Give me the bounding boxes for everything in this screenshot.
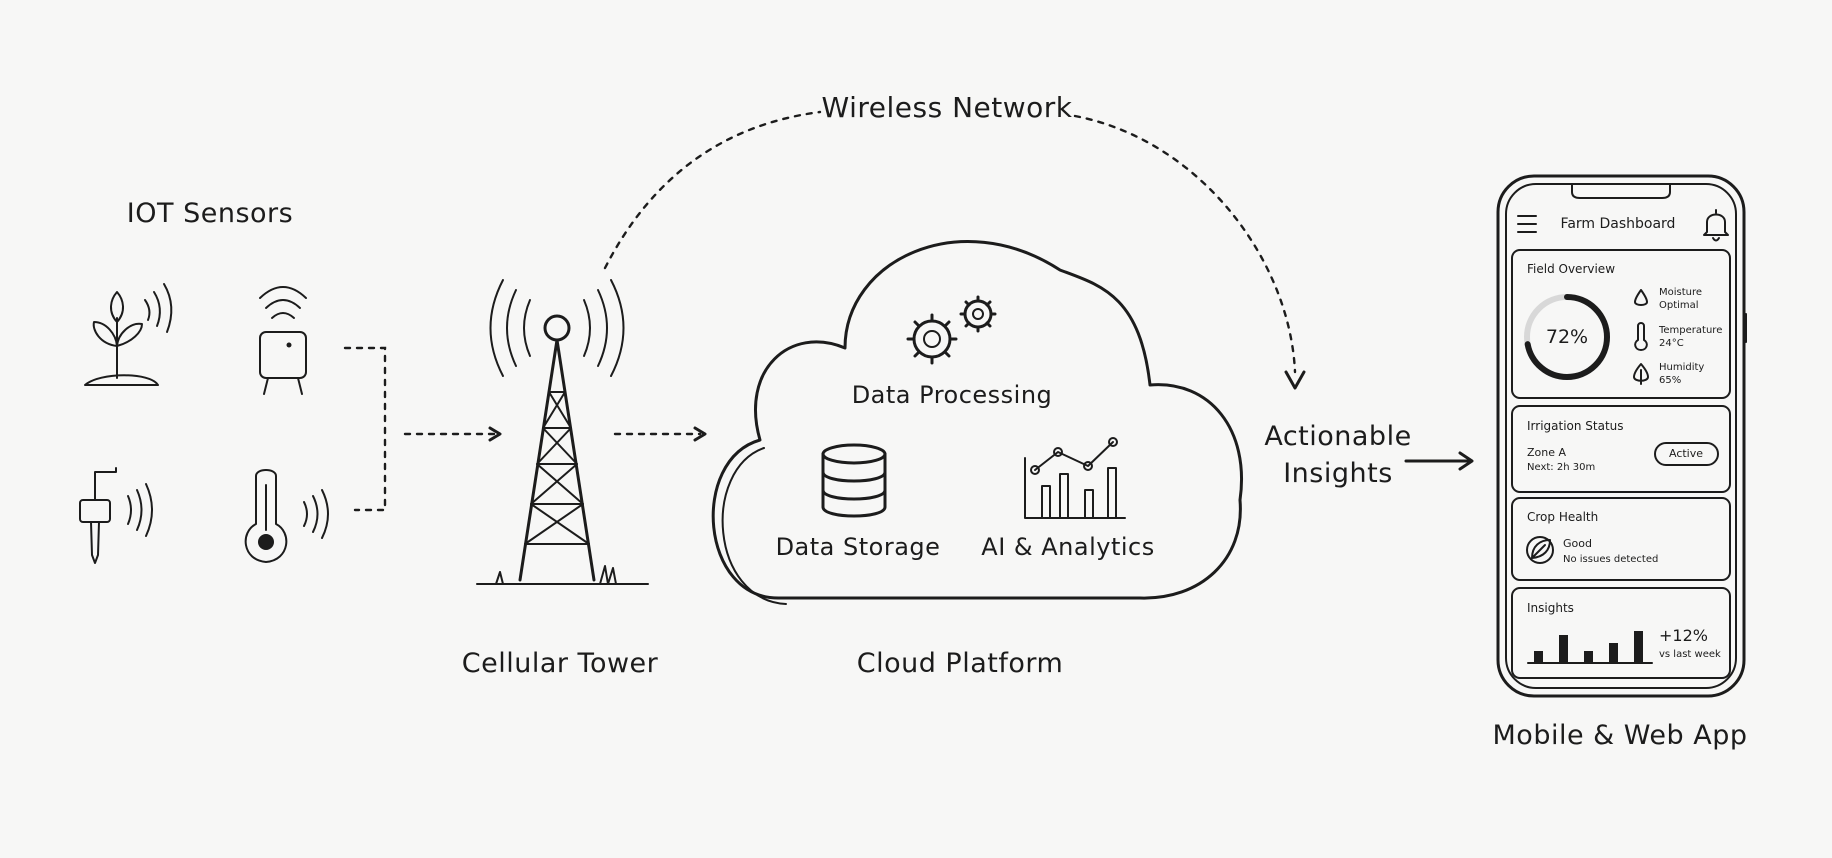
insights-bar	[1559, 635, 1568, 663]
insights-bar	[1609, 643, 1618, 663]
gauge-value: 72%	[1545, 326, 1589, 348]
bell-icon[interactable]	[1703, 209, 1729, 242]
actionable-label: Actionable	[1264, 421, 1412, 452]
insights-title: Insights	[1527, 601, 1574, 615]
insights-bar	[1584, 651, 1593, 663]
insights-change: +12%	[1659, 626, 1708, 645]
irrigation-title: Irrigation Status	[1527, 419, 1624, 433]
gauge-fill	[1524, 294, 1610, 380]
crop-health-detail: No issues detected	[1563, 554, 1659, 565]
insights-to-app-arrow	[1404, 451, 1474, 471]
analytics-chart-icon	[1024, 437, 1126, 519]
mobile-web-app-label: Mobile & Web App	[1492, 720, 1748, 751]
insights-label: Insights	[1283, 458, 1393, 489]
cellular-tower-label: Cellular Tower	[461, 648, 659, 679]
crop-health-status: Good	[1563, 537, 1592, 550]
database-icon	[821, 443, 887, 518]
data-storage-label: Data Storage	[775, 533, 941, 561]
moisture-label: Moisture	[1659, 287, 1703, 298]
leaf-icon	[1526, 536, 1554, 564]
field-overview-card	[1511, 249, 1731, 399]
humidity-icon	[1633, 363, 1649, 385]
irrigation-zone: Zone A	[1527, 446, 1567, 459]
insights-comparison: vs last week	[1659, 649, 1721, 660]
ai-analytics-label: AI & Analytics	[981, 533, 1155, 561]
thermometer-icon	[1634, 322, 1648, 351]
insights-bar	[1534, 651, 1543, 663]
box-sensor-icon	[259, 286, 307, 395]
irrigation-card	[1511, 405, 1731, 493]
wireless-arc-left	[603, 110, 822, 270]
iot-sensors-label: IOT Sensors	[126, 198, 294, 229]
humidity-value: 65%	[1659, 375, 1682, 386]
menu-icon[interactable]	[1517, 215, 1537, 233]
crop-health-title: Crop Health	[1527, 510, 1599, 524]
cellular-tower-icon	[476, 279, 649, 585]
thermometer-sensor-icon	[244, 469, 329, 563]
insights-bar-chart	[1527, 631, 1653, 664]
crop-health-card	[1511, 497, 1731, 581]
cloud-platform-label: Cloud Platform	[856, 648, 1064, 679]
insights-bar	[1634, 631, 1643, 663]
gears-icon	[906, 295, 997, 365]
irrigation-status-text[interactable]: Active	[1668, 447, 1704, 460]
wireless-arrowhead	[1284, 370, 1306, 390]
field-overview-title: Field Overview	[1527, 262, 1616, 276]
probe-sensor-icon	[79, 467, 153, 564]
moisture-value: Optimal	[1659, 300, 1699, 311]
insights-card	[1511, 587, 1731, 679]
wireless-arc-right	[1073, 114, 1297, 374]
temperature-value: 24°C	[1659, 338, 1684, 349]
wireless-network-label: Wireless Network	[821, 91, 1073, 124]
irrigation-next: Next: 2h 30m	[1527, 462, 1596, 473]
active-status-pill	[1654, 442, 1719, 466]
phone-frame	[1496, 174, 1747, 698]
cloud-icon	[711, 240, 1243, 600]
humidity-label: Humidity	[1659, 362, 1705, 373]
water-drop-icon	[1634, 289, 1648, 306]
data-processing-label: Data Processing	[851, 381, 1053, 409]
plant-sensor-icon	[84, 283, 173, 386]
phone-title: Farm Dashboard	[1560, 216, 1676, 232]
sensor-bracket	[343, 346, 387, 512]
temperature-label: Temperature	[1659, 325, 1723, 336]
